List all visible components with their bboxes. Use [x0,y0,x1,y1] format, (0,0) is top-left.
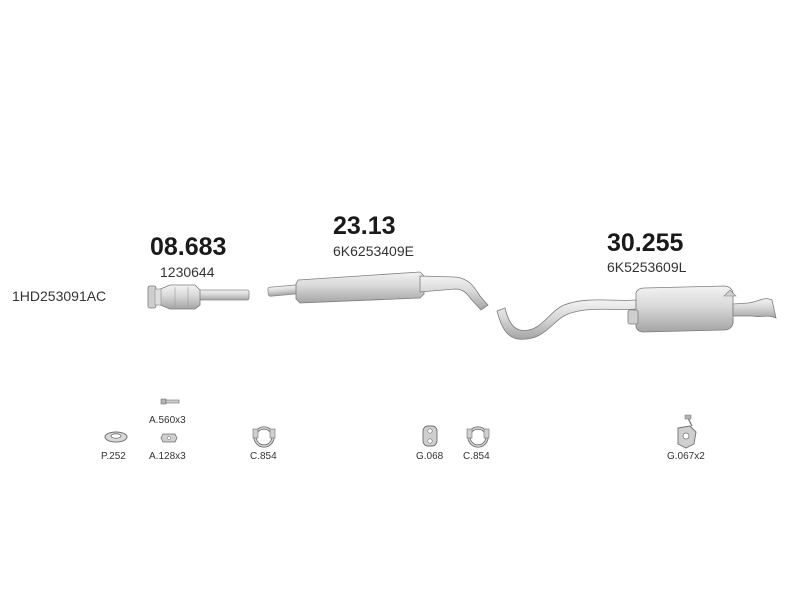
part-number-rear: 30.255 [607,229,684,257]
front-catalytic-converter [147,284,250,310]
accessory-label-c854-b: C.854 [463,451,490,462]
rear-muffler [496,285,777,340]
part-number-front: 08.683 [150,233,227,261]
accessory-label-g068: G.068 [416,451,444,462]
clamp-icon [466,426,490,448]
clamp-icon [252,426,276,448]
accessory-label-g067: G.067x2 [667,451,705,462]
nut-icon [160,433,178,443]
hanger-bracket-icon [677,414,697,449]
rubber-hanger-icon [422,425,438,447]
oe-number-middle: 6K6253409E [333,243,414,259]
oe-number-rear: 6K5253609L [607,259,687,275]
part-number-middle: 23.13 [333,212,396,240]
bolt-icon [160,398,180,405]
accessory-label-c854-a: C.854 [250,451,277,462]
accessory-label-a560: A.560x3 [149,415,186,426]
middle-muffler [267,271,489,311]
gasket-ring-icon [104,431,128,443]
accessory-label-a128: A.128x3 [149,451,186,462]
left-ref-code: 1HD253091AC [12,288,107,304]
accessory-label-p252: P.252 [101,451,126,462]
oe-number-front: 1230644 [160,264,215,280]
